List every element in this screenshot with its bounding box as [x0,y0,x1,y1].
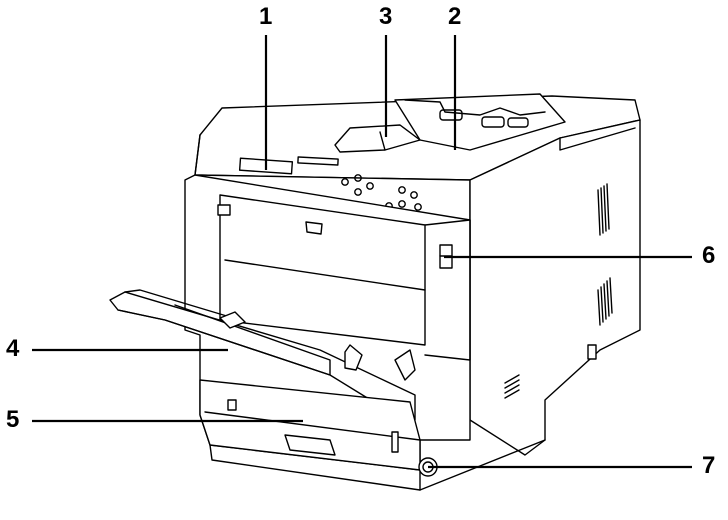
side-vent-bottom [504,374,520,399]
callout-6: 6 [702,242,716,269]
callout-1: 1 [259,3,273,30]
mp-tray-guide-right [394,349,416,381]
callout-4: 4 [6,335,20,362]
mp-tray-guide-left [344,344,363,371]
output-rollers [404,99,546,116]
cassette-handle [284,434,336,456]
callout-3: 3 [379,3,393,30]
paper-stopper [334,124,421,153]
callout-5: 5 [6,406,20,433]
printer-right-side [469,119,641,456]
output-tray-opening [394,93,566,151]
side-vent-upper [597,183,610,236]
callout-2: 2 [448,3,462,30]
front-cover-lever [305,221,323,235]
side-vent-lower [597,277,613,326]
front-cover [219,194,426,346]
callout-7: 7 [702,452,716,479]
